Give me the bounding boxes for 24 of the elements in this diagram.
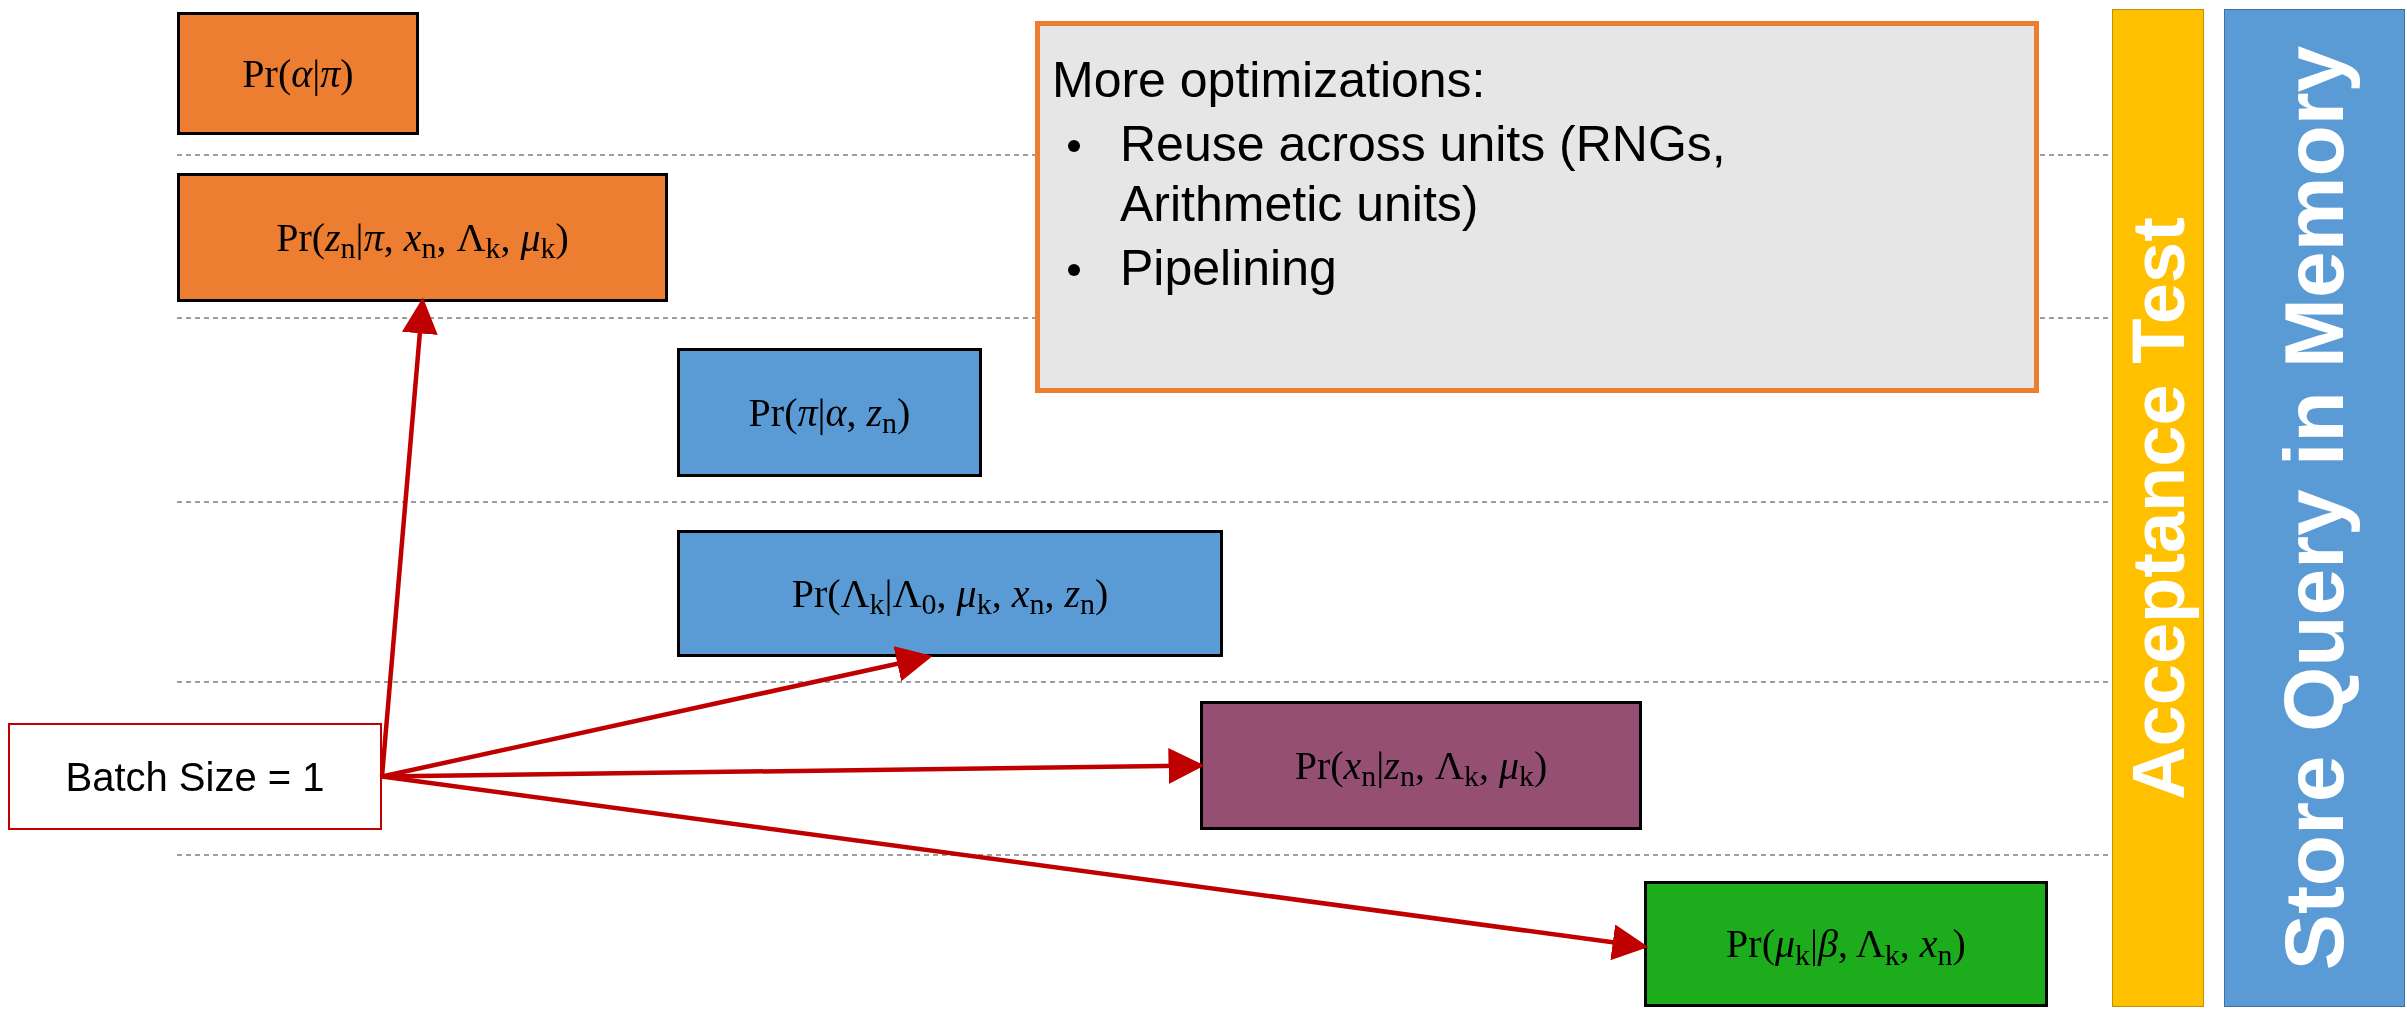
note-box bbox=[1035, 21, 2039, 393]
formula-box bbox=[677, 530, 1223, 657]
formula-box bbox=[1200, 701, 1642, 830]
formula-box bbox=[177, 173, 668, 302]
formula-box bbox=[177, 12, 419, 135]
formula-text: Pr(π|α, z$_{n}$) bbox=[748, 388, 911, 441]
formula-box bbox=[677, 348, 982, 477]
formula-text: Pr(x$_{n}$|z$_{n}$, Λ$_{k}$, μ$_{k}$) bbox=[1294, 741, 1548, 794]
formula-text: Pr(μ$_{k}$|β, Λ$_{k}$, x$_{n}$) bbox=[1726, 920, 1966, 973]
batch-size-label: Batch Size = 1 bbox=[65, 753, 325, 801]
arrow bbox=[381, 747, 1205, 784]
vertical-label: Acceptance Test bbox=[2115, 216, 2201, 800]
formula-box bbox=[1644, 881, 2048, 1007]
formula-text: Pr(z$_{n}$|π, x$_{n}$, Λ$_{k}$, μ$_{k}$) bbox=[276, 213, 569, 266]
formula-text: Pr(α|π) bbox=[242, 49, 354, 98]
note-heading: More optimizations: bbox=[1052, 51, 1487, 110]
bullet-text: Pipelining bbox=[1120, 239, 1338, 298]
formula-text: Pr(Λ$_{k}$|Λ$_{0}$, μ$_{k}$, x$_{n}$, z$_{n}$) bbox=[791, 569, 1109, 622]
vertical-label: Store Query in Memory bbox=[2266, 45, 2363, 971]
vertical-bar bbox=[2112, 9, 2204, 1007]
label-box bbox=[8, 723, 382, 830]
vertical-bar bbox=[2224, 9, 2405, 1007]
bullet-text: Reuse across units (RNGs, Arithmetic units) bbox=[1120, 115, 1727, 234]
arrow bbox=[379, 297, 438, 777]
